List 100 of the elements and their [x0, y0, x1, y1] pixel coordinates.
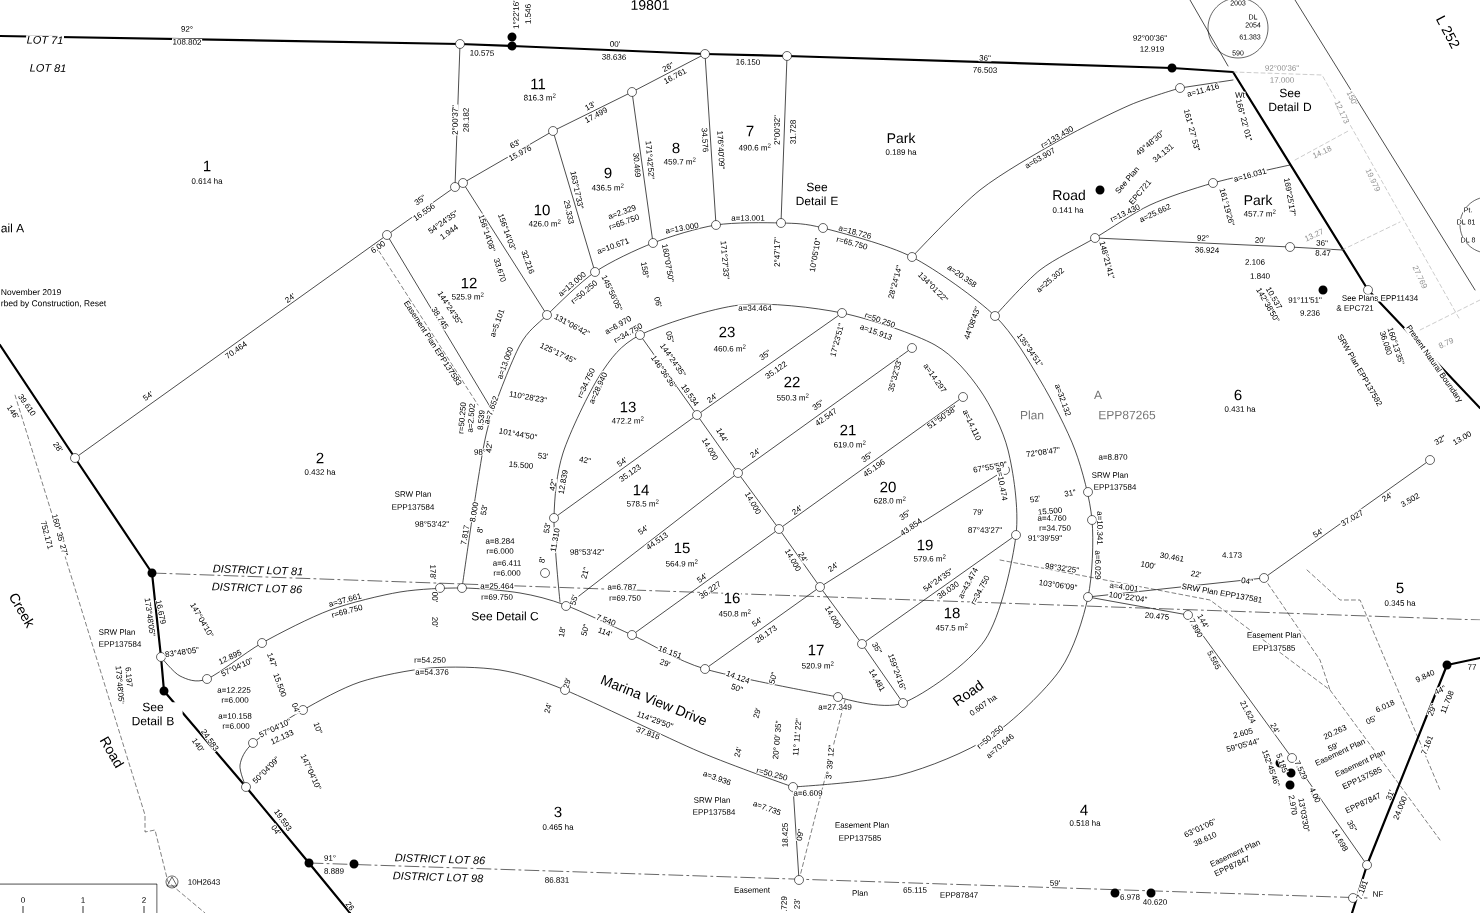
survey-label: 12.919: [1139, 45, 1165, 53]
survey-label: Plan: [851, 889, 869, 897]
survey-label: 103°06'09": [1037, 578, 1079, 592]
survey-label: 459.7 m$^{2}$: [663, 156, 697, 166]
district-lot-label: DISTRICT LOT 86: [394, 852, 486, 866]
survey-label: 0.614 ha: [190, 177, 224, 185]
survey-label: 04": [1240, 576, 1254, 586]
survey-label: 0.141 ha: [1051, 206, 1085, 214]
survey-label: 35": [1345, 818, 1359, 834]
survey-label: 04': [290, 701, 302, 715]
survey-label: 35": [810, 398, 826, 412]
survey-label: SRW Plan: [1091, 471, 1129, 479]
survey-label: 579.6 m$^{2}$: [913, 553, 947, 563]
survey-label: 490.6 m$^{2}$: [738, 142, 772, 152]
survey-label: 20° 00' 35": [771, 719, 783, 761]
survey-label: a=12.225: [216, 686, 252, 694]
survey-label: Wt: [1234, 91, 1246, 99]
survey-label: 24': [543, 701, 553, 715]
survey-label: 3° 39' 12": [825, 744, 835, 780]
survey-label: 36.924: [1194, 246, 1220, 254]
survey-label: NF: [1372, 890, 1384, 898]
survey-label: 18.425: [781, 822, 789, 848]
lot-number: 5: [1395, 582, 1405, 594]
survey-label: 173°48'05": [143, 596, 157, 638]
survey-label: 38.636: [601, 53, 627, 61]
survey-label: a=25.464: [479, 582, 515, 590]
survey-label: 91°39'59": [1027, 534, 1063, 542]
survey-label: 98°53'42": [569, 548, 605, 556]
survey-label: 2°00'32": [773, 114, 781, 146]
survey-label: 6.978: [1119, 893, 1141, 901]
survey-label: 8': [476, 525, 484, 535]
survey-label: SRW Plan: [693, 796, 731, 804]
survey-label: 0.431 ha: [1223, 405, 1257, 413]
survey-label: a=8.284: [484, 537, 516, 545]
survey-label: 147': [266, 651, 278, 669]
survey-label: 28.182: [462, 107, 470, 133]
plan-label: 92°00'36": [1264, 64, 1300, 72]
survey-label: 171°42'52": [644, 139, 656, 181]
lot-number: 19: [916, 539, 934, 551]
survey-label: 24': [1380, 491, 1394, 503]
lot-number: 12: [460, 277, 478, 289]
survey-label: 6.00: [369, 239, 387, 255]
survey-label: 564.9 m$^{2}$: [665, 558, 699, 568]
survey-label: 7.529: [1293, 758, 1309, 782]
place-label: Road: [1051, 189, 1087, 201]
survey-label: 42": [548, 478, 558, 492]
survey-label: EPP87847: [939, 891, 979, 899]
survey-label: 15.500: [272, 671, 288, 699]
survey-label: 10H2643: [187, 878, 221, 886]
note-text: November 2019: [0, 288, 62, 296]
survey-label: 10.575: [469, 49, 495, 57]
lot-number: 3: [553, 806, 563, 818]
survey-label: 00': [609, 40, 621, 48]
survey-label: 40.620: [1142, 898, 1168, 906]
survey-label: 578.5 m$^{2}$: [626, 498, 660, 508]
note-text: rbed by Construction, Reset: [0, 299, 107, 309]
survey-label: 160°07'50": [661, 242, 675, 284]
survey-label: 176°40'09": [716, 129, 726, 171]
lot-number: 2: [315, 452, 325, 464]
survey-label: 20.475: [1143, 611, 1171, 621]
survey-label: 550.3 m$^{2}$: [776, 392, 810, 402]
lot-number: 10: [533, 204, 551, 216]
survey-label: 9.236: [1299, 309, 1321, 317]
survey-label: 8.000: [468, 500, 480, 524]
survey-label: 15.500: [1036, 506, 1064, 516]
survey-label: a=6.787: [606, 583, 638, 591]
survey-label: EPP137584: [1093, 483, 1137, 491]
survey-label: 24': [1269, 721, 1281, 735]
survey-label: 31": [1063, 488, 1077, 498]
lot-number: 8: [671, 142, 681, 154]
survey-label: 144': [715, 426, 729, 444]
survey-label: 24': [733, 745, 743, 759]
survey-label: 7.540: [594, 613, 618, 627]
survey-label: 520.9 m$^{2}$: [801, 660, 835, 670]
survey-label: 0.345 ha: [1383, 599, 1417, 607]
survey-label: & EPC721: [1335, 304, 1375, 312]
survey-label: 1.546: [524, 3, 532, 25]
survey-label: 30.469: [632, 151, 642, 179]
survey-label: 32.216: [520, 248, 536, 276]
survey-label: 2.970: [1287, 793, 1299, 817]
survey-label: 1.840: [1249, 272, 1271, 280]
lot-number: 1: [202, 160, 212, 172]
survey-label: 54': [1311, 527, 1325, 539]
lot-number: 23: [718, 326, 736, 338]
survey-label: 36": [1315, 239, 1329, 247]
survey-label: r=6.000: [485, 547, 515, 555]
survey-label: 9.840: [1413, 668, 1437, 684]
survey-label: 50": [768, 670, 778, 686]
lot-number: 13: [619, 401, 637, 413]
survey-label: a=34.464: [737, 304, 773, 312]
survey-label: 24': [790, 503, 804, 517]
survey-label: 76.503: [972, 66, 998, 74]
survey-label: 34.576: [700, 127, 710, 153]
survey-label: 6.018: [1373, 698, 1397, 714]
survey-label: 22': [1189, 569, 1203, 579]
survey-label: 1: [80, 896, 86, 904]
survey-label: 32": [1432, 433, 1448, 447]
lot-number: 18: [943, 607, 961, 619]
survey-label: 52': [1028, 494, 1042, 504]
survey-label: EPP137584: [692, 808, 736, 816]
